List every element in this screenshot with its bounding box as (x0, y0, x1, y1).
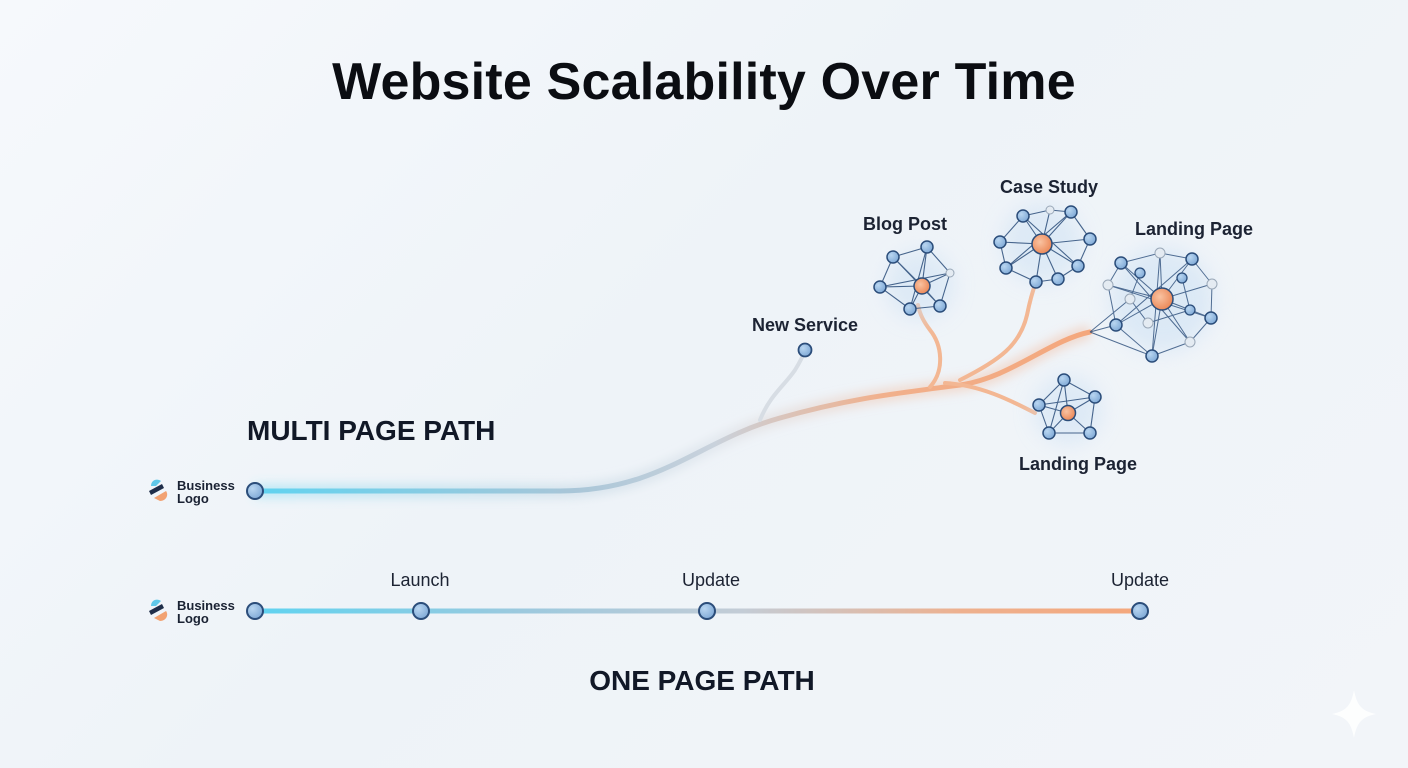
landing-page-bottom-hub (1059, 404, 1077, 422)
multi-path-start-node (246, 482, 264, 500)
blog-post-label: Blog Post (863, 214, 947, 234)
multi-page-path-label: MULTI PAGE PATH (247, 415, 495, 446)
landing-page-bottom-cluster (1032, 373, 1102, 444)
one-page-path: Launch Update Update ONE PAGE PATH Busin… (149, 570, 1169, 696)
multi-business-logo: Business Logo (149, 478, 235, 506)
logo-text-line1: Business (177, 598, 235, 613)
new-service-node (797, 342, 813, 358)
multi-page-path: MULTI PAGE PATH New Service Blog Post Ca… (149, 177, 1253, 506)
logo-text-line2: Logo (177, 491, 209, 506)
one-page-path-label: ONE PAGE PATH (589, 665, 815, 696)
logo-text-line1: Business (177, 478, 235, 493)
landing-page-bottom-label: Landing Page (1019, 454, 1137, 474)
logo-text-line2: Logo (177, 611, 209, 626)
launch-label: Launch (390, 570, 449, 590)
landing-page-top-label: Landing Page (1135, 219, 1253, 239)
landing-page-top-hub (1150, 287, 1174, 311)
blog-post-cluster (873, 240, 955, 319)
new-service-label: New Service (752, 315, 858, 335)
update-node-1 (698, 602, 716, 620)
branch-landing-bottom (943, 381, 1037, 415)
update-node-2 (1131, 602, 1149, 620)
one-business-logo: Business Logo (149, 598, 235, 626)
business-logo-icon (149, 599, 168, 621)
page-title: Website Scalability Over Time (332, 53, 1076, 111)
landing-page-top-cluster (1089, 247, 1218, 363)
update-label-1: Update (682, 570, 740, 590)
case-study-cluster (993, 203, 1097, 289)
sparkle-icon (1332, 690, 1376, 738)
multi-path-trunk (252, 329, 1093, 494)
branch-case-study (958, 280, 1038, 382)
blog-post-hub (913, 277, 931, 295)
update-label-2: Update (1111, 570, 1169, 590)
case-study-hub (1031, 233, 1053, 255)
business-logo-icon (149, 479, 168, 501)
one-path-start-node (246, 602, 264, 620)
case-study-label: Case Study (1000, 177, 1098, 197)
launch-node (412, 602, 430, 620)
